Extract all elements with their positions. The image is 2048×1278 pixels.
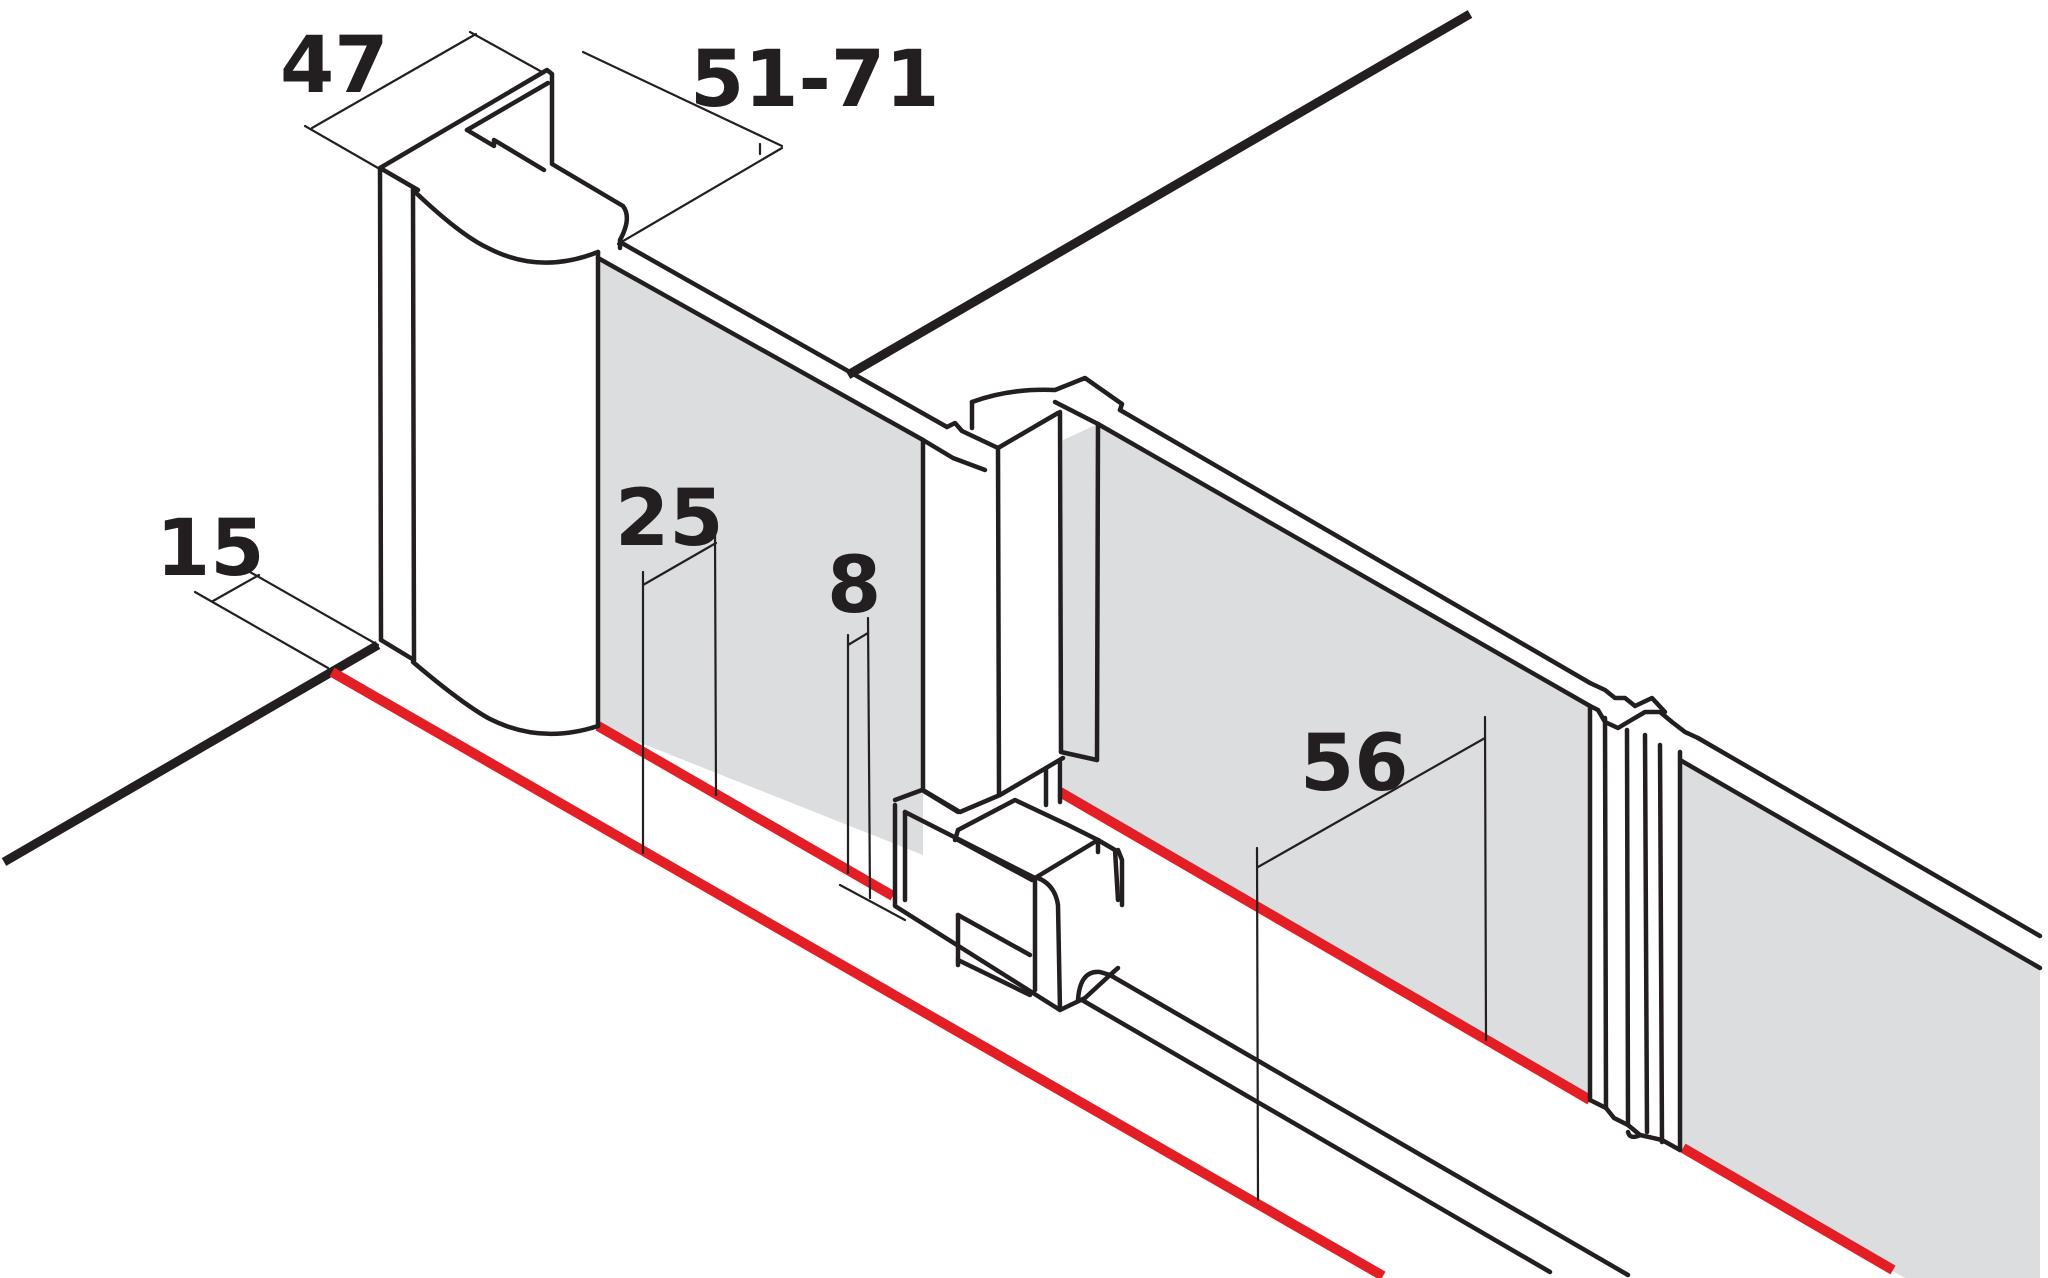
floor-line-wall <box>329 667 1386 1278</box>
wall-line-front <box>1 641 381 866</box>
glass-panel-right <box>1680 760 2040 1278</box>
wall-profile <box>377 67 950 737</box>
glass-panel-left <box>598 258 923 855</box>
dimension-label-25: 25 <box>615 474 724 564</box>
right-profile <box>1587 680 2043 1153</box>
floor-line-left-panel <box>595 721 896 901</box>
dimension-label-8: 8 <box>827 541 881 631</box>
floor-line-right-panel <box>1680 1143 1896 1275</box>
glass-panel-middle <box>1063 424 1590 1100</box>
dimension-label-51-71: 51-71 <box>690 35 939 125</box>
floor-line-middle-panel <box>1057 787 1593 1105</box>
center-post <box>838 375 1631 1278</box>
dimension-lines <box>193 30 1488 1202</box>
dimension-label-15: 15 <box>156 504 265 594</box>
dimension-label-56: 56 <box>1300 719 1409 809</box>
wall-line-back <box>845 10 1473 379</box>
dimension-label-47: 47 <box>280 21 389 111</box>
